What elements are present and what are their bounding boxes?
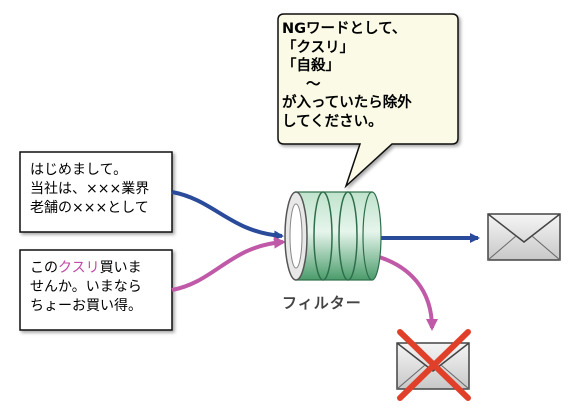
ng-word-callout (277, 13, 459, 189)
callout-line: NGワードとして、 (282, 21, 407, 37)
cross-icon (397, 329, 471, 401)
message-text: この (30, 260, 58, 276)
message-line: このクスリ買いま (30, 259, 142, 278)
message-box-legit (19, 151, 173, 233)
callout-text: NGワードとして、「クスリ」「自殺」〜が入っていたら除外してください。 (282, 20, 452, 131)
arrow-spam-input (171, 236, 286, 292)
message-text: 買いま (99, 260, 142, 276)
callout-line: が入っていたら除外 (282, 95, 412, 111)
callout-line: 「自殺」 (282, 58, 340, 74)
message-line: はじめまして。 (30, 162, 128, 178)
message-line: 当社は、×××業界 (30, 181, 150, 197)
ng-word-highlight: クスリ (58, 260, 100, 276)
message-line: ちょーお買い得。 (30, 298, 142, 314)
message-spam-text: このクスリ買いま せんか。いまなら ちょーお買い得。 (30, 259, 142, 316)
message-line: せんか。いまなら (30, 279, 142, 295)
filter-label: フィルター (282, 294, 362, 312)
filter-cylinder-icon (284, 191, 382, 281)
arrow-rejected-output (375, 254, 438, 331)
message-box-spam (19, 249, 173, 331)
message-line: 老舗の×××として (30, 200, 149, 216)
callout-line: 「クスリ」 (282, 39, 355, 56)
arrow-legit-input (171, 190, 284, 241)
envelope-icon (487, 213, 561, 261)
message-legit-text: はじめまして。 当社は、×××業界 老舗の×××として (30, 161, 149, 218)
callout-line: 〜 (306, 76, 321, 93)
callout-line: してください。 (282, 113, 383, 130)
